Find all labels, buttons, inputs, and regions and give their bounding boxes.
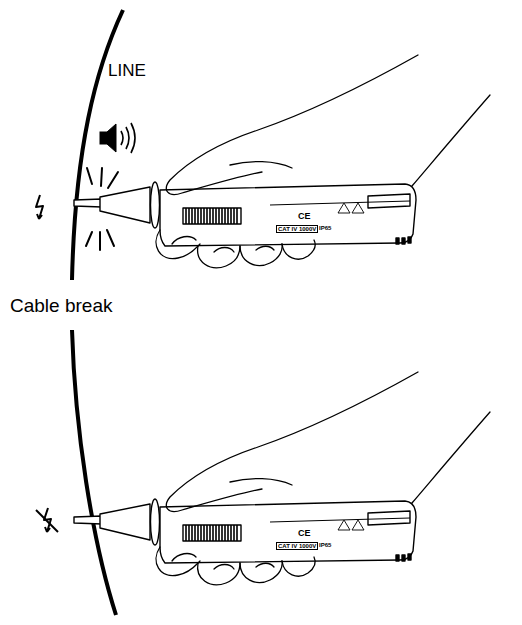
rating-mark: CAT IV 1000V <box>276 225 318 233</box>
ce-mark: CE <box>298 529 311 538</box>
ip-rating-mark: IP65 <box>319 542 331 548</box>
ip-rating-mark: IP65 <box>319 225 331 231</box>
line-label: LINE <box>108 62 146 79</box>
rating-mark: CAT IV 1000V <box>276 542 318 550</box>
ce-mark: CE <box>298 212 311 221</box>
cable-break-label: Cable break <box>10 296 112 315</box>
